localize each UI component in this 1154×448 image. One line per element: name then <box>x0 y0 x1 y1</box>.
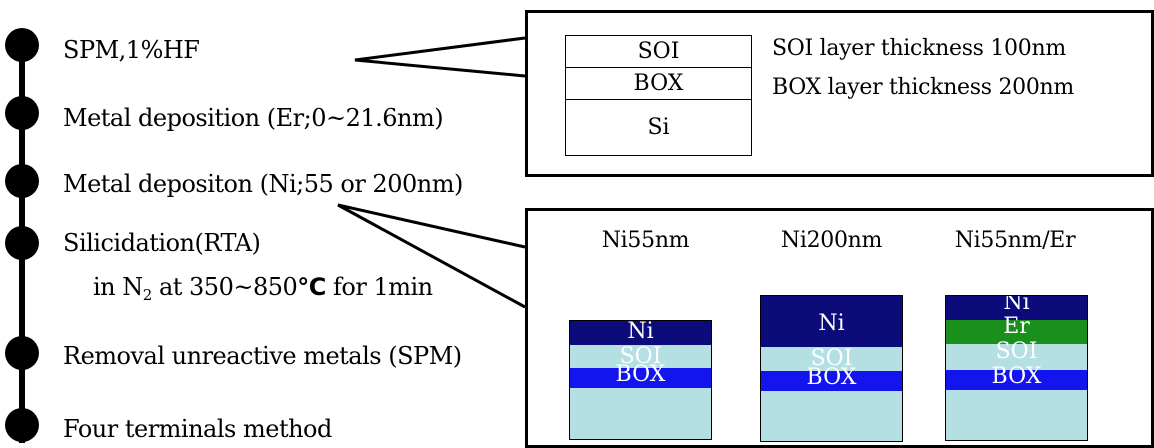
callout-connector-samples <box>337 203 526 309</box>
stack-layer: Ni <box>946 296 1087 320</box>
step-er-deposition: Metal deposition (Er;0~21.6nm) <box>63 104 444 132</box>
substrate-layer-soi: SOI <box>566 36 751 68</box>
layer-label: SOI <box>995 339 1038 364</box>
callout-connector-substrate <box>354 36 526 78</box>
soi-thickness-note: SOI layer thickness 100nm <box>772 36 1066 61</box>
substrate-callout <box>525 10 1154 177</box>
stack-layer: Ni <box>761 296 902 347</box>
rta-subscript: 2 <box>142 286 153 304</box>
stack-layer: Er <box>946 314 1087 344</box>
step-bullet <box>5 28 39 62</box>
step-silicidation: Silicidation(RTA) <box>63 229 261 257</box>
layer-label: BOX <box>806 365 857 390</box>
stack-layer: BOX <box>570 362 711 388</box>
box-thickness-note: BOX layer thickness 200nm <box>772 75 1074 100</box>
rta-duration: for 1min <box>325 273 433 301</box>
stack-layer <box>761 391 902 441</box>
stack-layer: SOI <box>570 344 711 369</box>
step-ni-deposition: Metal depositon (Ni;55 or 200nm) <box>63 170 463 198</box>
sample-stack-ni200: Ni SOI BOX <box>760 295 903 442</box>
layer-label: Ni <box>1003 295 1030 315</box>
layer-label: SOI <box>810 346 853 371</box>
layer-label: Ni <box>627 320 654 344</box>
sample-title-ni55: Ni55nm <box>601 228 690 253</box>
stack-layer <box>570 388 711 439</box>
stack-layer <box>946 390 1087 440</box>
step-bullet <box>5 336 39 370</box>
rta-temperature: at 350~850 <box>151 273 298 301</box>
stack-layer: SOI <box>761 346 902 371</box>
step-bullet <box>5 226 39 260</box>
stack-layer: SOI <box>946 339 1087 370</box>
layer-label: BOX <box>991 364 1042 389</box>
substrate-stack: SOI BOX Si <box>565 35 752 156</box>
layer-label: Ni <box>818 311 845 336</box>
step-bullet <box>5 164 39 198</box>
sample-title-ni200: Ni200nm <box>780 228 883 253</box>
sample-stack-ni55-er: Ni Er SOI BOX <box>945 295 1088 441</box>
step-rta-condition: in N2 at 350~850°C for 1min <box>93 273 433 304</box>
layer-label: SOI <box>619 344 662 369</box>
step-bullet <box>5 408 39 442</box>
sample-title-ni55-er: Ni55nm/Er <box>954 228 1076 253</box>
step-removal: Removal unreactive metals (SPM) <box>63 342 462 370</box>
layer-label: Er <box>1003 314 1030 339</box>
rta-atmosphere: in N <box>93 273 143 301</box>
stack-layer: Ni <box>570 321 711 345</box>
substrate-layer-box: BOX <box>566 68 751 100</box>
rta-degree-unit: °C <box>297 273 326 301</box>
stack-layer: BOX <box>946 364 1087 390</box>
step-bullet <box>5 96 39 130</box>
stack-layer: BOX <box>761 365 902 391</box>
substrate-layer-si: Si <box>647 115 670 140</box>
step-cleaning: SPM,1%HF <box>63 36 200 64</box>
step-measurement: Four terminals method <box>63 415 332 443</box>
sample-stack-ni55: Ni SOI BOX <box>569 320 712 440</box>
layer-label: BOX <box>615 362 666 387</box>
